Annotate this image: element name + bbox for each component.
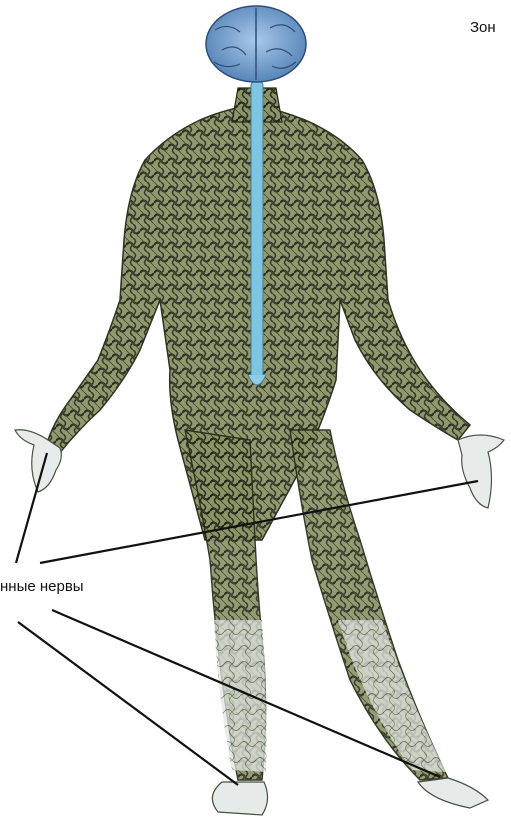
peripheral-nerves-label: нные нервы: [0, 578, 84, 595]
zone-label: Зон: [470, 19, 496, 36]
brain: [206, 6, 306, 82]
pointer-line-left-foot: [18, 622, 238, 785]
spinal-cord: [248, 80, 266, 385]
